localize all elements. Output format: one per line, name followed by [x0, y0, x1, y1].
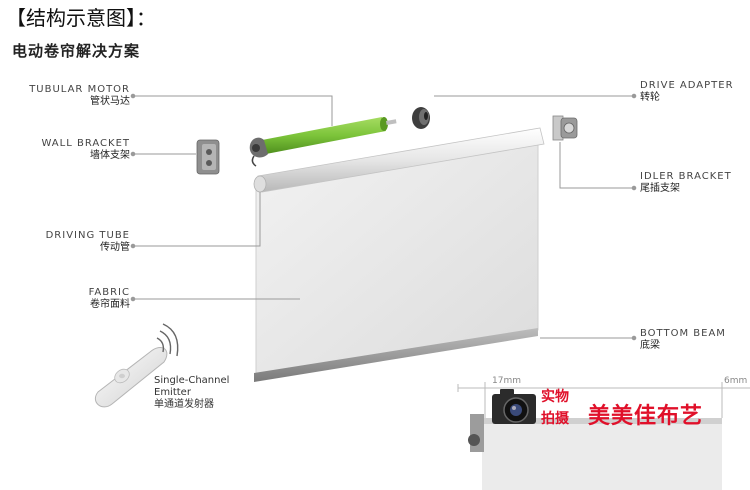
page-title: 【结构示意图】： [6, 6, 156, 30]
label-idler-bracket: IDLER BRACKET 尾插支架 [640, 171, 732, 194]
label-wall-bracket: WALL BRACKET 墙体支架 [41, 138, 130, 161]
driving-tube [253, 127, 545, 193]
label-drive-adapter: DRIVE ADAPTER 转轮 [640, 80, 734, 103]
page-subtitle: 电动卷帘解决方案 [12, 42, 141, 60]
label-fabric: FABRIC 卷帘面料 [88, 287, 130, 310]
signal-wave-icon [156, 337, 165, 353]
label-bottom-beam: BOTTOM BEAM 底梁 [640, 328, 726, 351]
remote-emitter [94, 323, 179, 408]
label-driving-tube: DRIVING TUBE 传动管 [45, 230, 130, 253]
drive-adapter [412, 107, 430, 129]
product-photo [457, 382, 750, 490]
bottom-beam [254, 328, 538, 382]
leader-idler-bracket [559, 142, 634, 189]
label-emitter: Single-Channel Emitter 单通道发射器 [154, 375, 230, 410]
leader-tubular-motor [133, 95, 333, 126]
watermark-brand: 美美佳布艺 [588, 404, 704, 429]
wall-bracket [196, 139, 220, 175]
watermark-small: 实物 拍摄 [541, 389, 569, 427]
label-tubular-motor: TUBULAR MOTOR 管状马达 [29, 84, 130, 107]
leader-driving-tube [133, 192, 261, 247]
leader-lines [130, 93, 637, 341]
dimension-left: 17mm [492, 376, 521, 386]
tubular-motor [249, 117, 397, 167]
idler-bracket [552, 115, 578, 141]
camera-icon [492, 389, 536, 424]
dimension-right: 6mm [724, 376, 748, 386]
